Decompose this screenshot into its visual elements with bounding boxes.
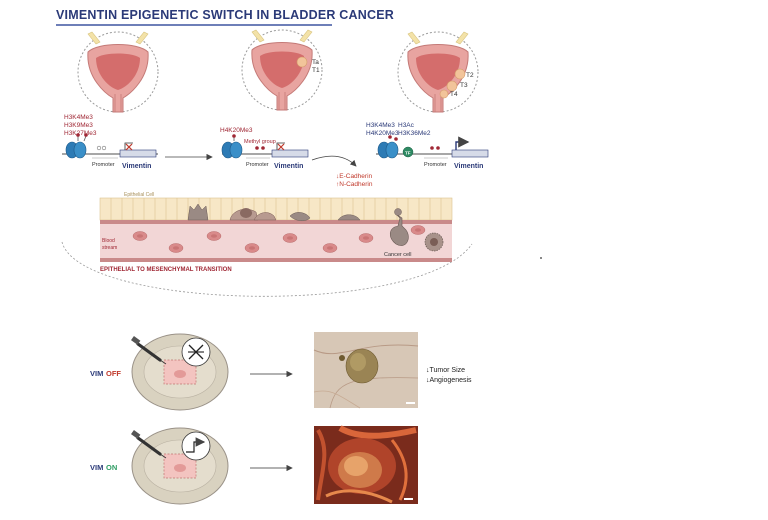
blocked-transcription-icon [125, 143, 133, 151]
scale-bar [404, 498, 413, 500]
emt-panel: Epithelial Cell Blood stream Cancer cell… [61, 192, 473, 297]
stray-dot [540, 257, 542, 259]
title-underline [56, 24, 332, 26]
methyl-group-label: Methyl group [244, 139, 276, 145]
tumor-stage-label: T4 [450, 91, 458, 98]
red-blood-cell-center [327, 246, 333, 250]
on-arrow-icon [186, 437, 206, 453]
progression-arrow [311, 155, 357, 167]
tumor-mass [296, 56, 308, 68]
stage-1: H3K4Me3 H3K9Me3 H3K27Me3 Promoter Viment… [62, 31, 159, 170]
off-x-icon [188, 344, 204, 360]
bladder-illustration [241, 29, 323, 111]
gene-label: Vimentin [274, 163, 303, 170]
gene-box [451, 149, 489, 158]
n-cadherin-label: ↑N-Cadherin [336, 181, 373, 188]
tumor-mass [446, 80, 458, 92]
cancer-cell-label: Cancer cell [384, 252, 412, 258]
blocked-transcription-icon [277, 143, 285, 151]
histone-mark: H3K4Me3 [366, 122, 395, 129]
nucleosome-icon [377, 141, 399, 159]
experiment-on: VIM ON [90, 427, 293, 505]
effect-tumor-size: ↓Tumor Size [426, 367, 465, 374]
vim-label: VIM [90, 463, 103, 472]
migrating-cells [187, 203, 444, 252]
histone-mark: H3K36Me2 [398, 130, 431, 137]
e-cadherin-label: ↓E-Cadherin [336, 173, 373, 180]
tf-label: TF [405, 151, 411, 156]
histone-mark: H4K20Me3 [366, 130, 399, 137]
histone-mark: H3K4Me3 [64, 114, 93, 121]
blood-label: stream [102, 245, 117, 251]
nucleosome-icon [221, 141, 243, 159]
effect-angiogenesis: ↓Angiogenesis [426, 377, 472, 384]
tumor-graft [174, 370, 186, 378]
red-blood-cell-center [415, 228, 421, 232]
blood-label: Blood [102, 238, 115, 244]
stage-3: T2 T3 T4 H3K4Me3 H4K20Me3 H3Ac H3K36Me2 … [366, 31, 489, 170]
histone-mark: H3K9Me3 [64, 122, 93, 129]
active-transcription-arrow-icon [455, 136, 470, 150]
switch-on-inset [181, 431, 211, 461]
vim-state-label: OFF [106, 369, 121, 378]
page-title: VIMENTIN EPIGENETIC SWITCH IN BLADDER CA… [56, 8, 394, 22]
tumor-stage-label: Ta [312, 59, 319, 66]
experiment-off: VIM OFF [90, 333, 293, 411]
emt-caption: EPITHELIAL TO MESENCHYMAL TRANSITION [100, 267, 232, 273]
intravasating-cell [389, 213, 409, 246]
red-blood-cell-center [211, 234, 217, 238]
gene-box [271, 149, 309, 158]
vim-label: VIM [90, 369, 103, 378]
tumor-mass [454, 68, 466, 80]
promoter-label: Promoter [246, 162, 269, 168]
gene-label: Vimentin [122, 163, 151, 170]
histone-mark: H3K27Me3 [64, 130, 97, 137]
red-blood-cell-center [363, 236, 369, 240]
basement-membrane [100, 220, 452, 224]
gene-label: Vimentin [454, 163, 483, 170]
tumor-mass [439, 89, 449, 99]
histone-mark: H4K20Me3 [220, 127, 253, 134]
cam-photo-off [313, 332, 419, 409]
tumor-stage-label: T1 [312, 67, 320, 74]
gene-box [119, 149, 157, 158]
nucleosome-icon [65, 141, 87, 159]
red-blood-cells [132, 225, 426, 253]
red-blood-cell-center [137, 234, 143, 238]
tumor-stage-label: T3 [460, 82, 468, 89]
red-blood-cell-center [173, 246, 179, 250]
promoter-label: Promoter [424, 162, 447, 168]
histone-mark: H3Ac [398, 122, 415, 129]
bladder-illustration [77, 31, 159, 113]
vim-state-label: ON [106, 463, 117, 472]
transcription-factor-icon [402, 146, 414, 158]
vessel-wall [100, 258, 452, 262]
syringe-icon [136, 436, 162, 456]
red-blood-cell-center [249, 246, 255, 250]
cam-photo-on [314, 425, 418, 504]
stage-2: Ta T1 H4K20Me3 Methyl group Promoter Vim… [220, 29, 323, 170]
syringe-icon [136, 342, 162, 362]
tumor-graft [174, 464, 186, 472]
promoter-label: Promoter [92, 162, 115, 168]
tumor-stage-label: T2 [466, 72, 474, 79]
epithelial-label: Epithelial Cell [124, 192, 154, 198]
red-blood-cell-center [287, 236, 293, 240]
scale-bar [406, 402, 415, 404]
